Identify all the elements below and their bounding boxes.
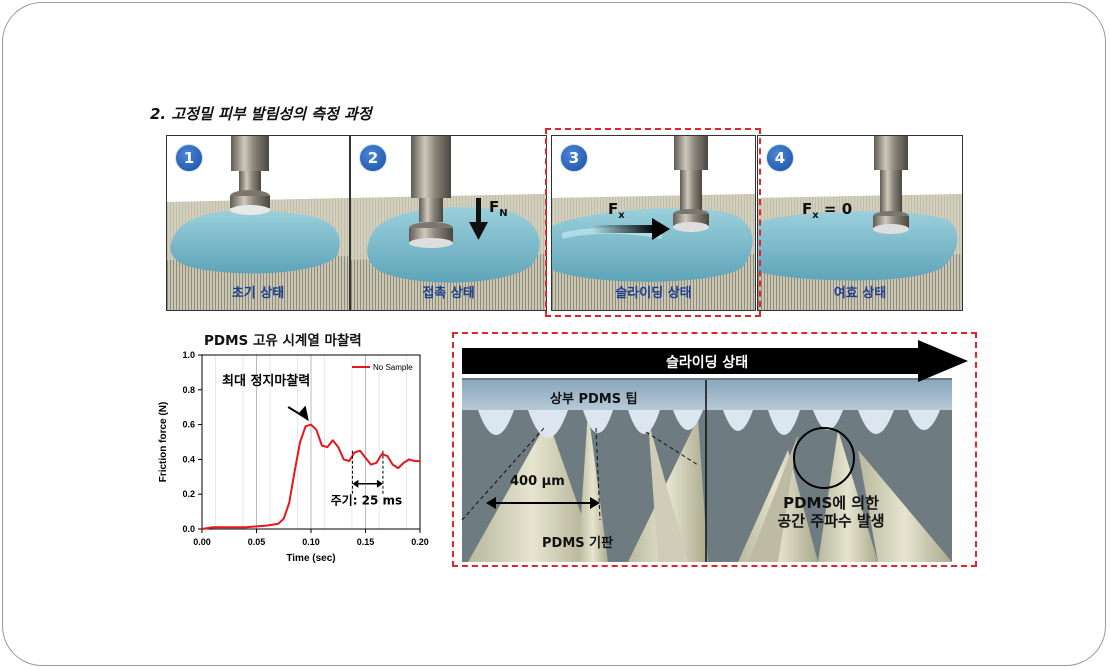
x-tick-label: 0.00 bbox=[193, 537, 211, 547]
y-axis-label: Friction force (N) bbox=[158, 402, 169, 483]
period-arrow-head bbox=[376, 479, 383, 488]
sliding-detail-highlight bbox=[452, 332, 977, 567]
x-tick-label: 0.05 bbox=[248, 537, 266, 547]
friction-force-label: Fx bbox=[608, 200, 625, 221]
step-panel-after: 4 Fx = 0 여효 상태 bbox=[757, 135, 963, 311]
step-caption: 여효 상태 bbox=[833, 286, 887, 301]
peak-arrow-head bbox=[297, 405, 309, 422]
sliding-step-highlight bbox=[545, 128, 761, 317]
legend-label: No Sample bbox=[373, 363, 413, 372]
step-number-badge: 1 bbox=[175, 144, 203, 172]
series-line bbox=[201, 423, 420, 530]
probe-scene-illustration bbox=[167, 136, 349, 310]
tip-label: 상부 PDMS 팁 bbox=[550, 392, 638, 407]
y-tick-label: 0.4 bbox=[182, 454, 195, 464]
substrate-label: PDMS 기판 bbox=[542, 536, 614, 551]
x-tick-label: 0.10 bbox=[302, 537, 320, 547]
step-panel-sliding: 3 Fx 슬라이딩 상태 bbox=[551, 135, 756, 311]
y-tick-label: 1.0 bbox=[182, 350, 195, 360]
x-tick-label: 0.20 bbox=[411, 537, 429, 547]
sliding-detail-panel: 슬라이딩 상태 상부 PDMS 팁 400 μm PDMS 기판 PDMS에 의… bbox=[458, 340, 972, 562]
step-panel-contact: 2 FN 접촉 상태 bbox=[350, 135, 547, 311]
step-number-badge: 3 bbox=[560, 144, 588, 172]
pdms-tip-illustration bbox=[458, 340, 972, 562]
peak-annotation: 최대 정지마찰력 bbox=[222, 373, 310, 389]
step-caption: 슬라이딩 상태 bbox=[615, 286, 692, 301]
probe-scene-illustration bbox=[758, 136, 962, 310]
step-caption: 접촉 상태 bbox=[422, 286, 475, 301]
x-axis-label: Time (sec) bbox=[286, 553, 335, 564]
normal-force-label: FN bbox=[489, 198, 508, 219]
distance-label: 400 μm bbox=[510, 474, 565, 489]
step-number-badge: 2 bbox=[359, 144, 387, 172]
step-caption: 초기 상태 bbox=[231, 286, 285, 301]
friction-chart: 0.00 0.05 0.10 0.15 0.20 0.0 0.2 0.4 0.6 0.8 1.0No… bbox=[158, 350, 429, 564]
chart-title: PDMS 고유 시계열 마찰력 bbox=[204, 333, 362, 349]
probe-scene-illustration bbox=[351, 136, 546, 310]
y-tick-label: 0.8 bbox=[182, 385, 195, 395]
x-tick-label: 0.15 bbox=[357, 537, 375, 547]
period-arrow-head bbox=[352, 479, 359, 488]
y-tick-label: 0.6 bbox=[182, 420, 195, 430]
y-tick-label: 0.2 bbox=[182, 489, 195, 499]
sliding-banner-label: 슬라이딩 상태 bbox=[666, 355, 749, 371]
section-heading: 2. 고정밀 피부 발림성의 측정 과정 bbox=[150, 105, 372, 123]
friction-force-zero-label: Fx = 0 bbox=[802, 200, 853, 221]
plot-frame bbox=[201, 354, 421, 530]
period-annotation: 주기: 25 ms bbox=[331, 493, 403, 508]
y-tick-label: 0.0 bbox=[182, 524, 195, 534]
step-number-badge: 4 bbox=[766, 144, 794, 172]
step-panel-initial: 1 초기 상태 bbox=[166, 135, 350, 311]
